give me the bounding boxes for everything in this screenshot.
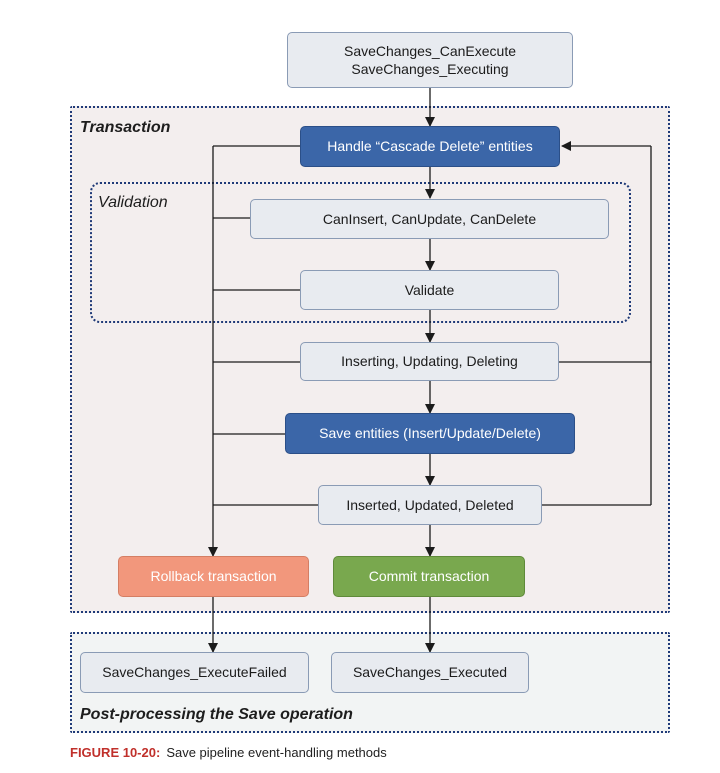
rollback-box: Rollback transaction [118, 556, 309, 597]
start-box: SaveChanges_CanExecute SaveChanges_Execu… [287, 32, 573, 88]
handle-cascade-box: Handle “Cascade Delete” entities [300, 126, 560, 167]
transaction-title: Transaction [80, 119, 171, 136]
inserting-box: Inserting, Updating, Deleting [300, 342, 559, 381]
save-entities-box: Save entities (Insert/Update/Delete) [285, 413, 575, 454]
inserted-box: Inserted, Updated, Deleted [318, 485, 542, 525]
start-line1: SaveChanges_CanExecute [343, 42, 516, 59]
execute-failed-box: SaveChanges_ExecuteFailed [80, 652, 309, 693]
validation-title: Validation [98, 194, 168, 211]
figure-caption-text: Save pipeline event-handling methods [166, 745, 387, 760]
postprocessing-title: Post-processing the Save operation [80, 706, 353, 723]
can-insert-box: CanInsert, CanUpdate, CanDelete [250, 199, 609, 239]
commit-box: Commit transaction [333, 556, 525, 597]
executed-box: SaveChanges_Executed [331, 652, 529, 693]
validate-box: Validate [300, 270, 559, 310]
figure-caption: FIGURE 10-20: Save pipeline event-handlin… [70, 745, 387, 760]
start-line2: SaveChanges_Executing [351, 61, 509, 77]
figure-label: FIGURE 10-20: [70, 745, 161, 760]
